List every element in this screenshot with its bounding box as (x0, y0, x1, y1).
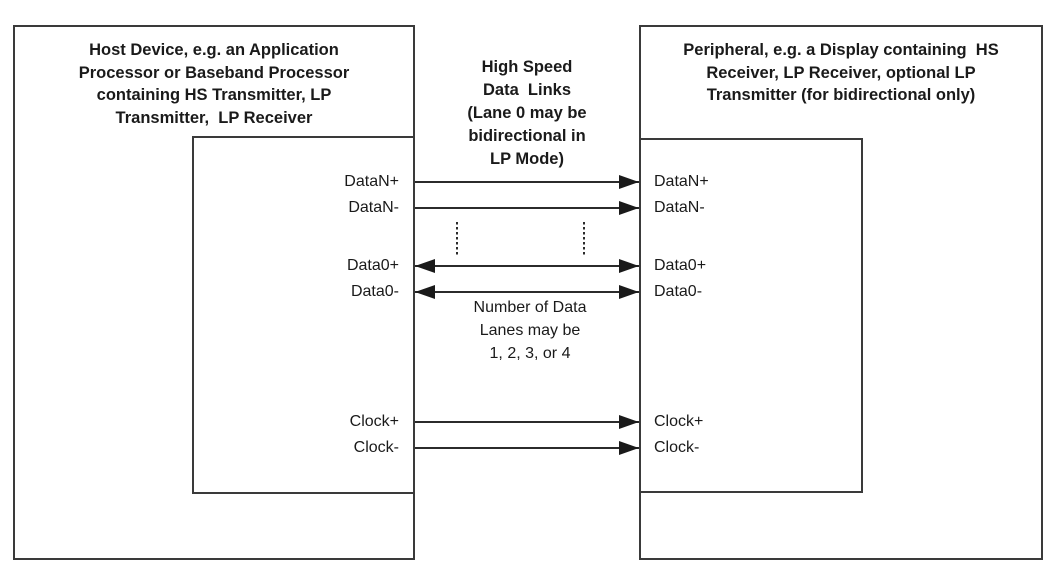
peripheral-pin-label-clock-plus: Clock+ (654, 413, 704, 430)
host-pin-label-data0-plus: Data0+ (346, 257, 399, 274)
arrow-head-right (619, 285, 639, 299)
wire-clock-minus (415, 447, 639, 449)
wire-datan-plus (415, 181, 639, 183)
wire-clock-plus (415, 421, 639, 423)
host-pin-label-datan-minus: DataN- (348, 199, 399, 216)
host-transceiver-box (192, 136, 415, 494)
arrow-head-left (415, 285, 435, 299)
lane-count-note: Number of Data Lanes may be 1, 2, 3, or … (473, 299, 587, 362)
peripheral-pin-label-data0-minus: Data0- (654, 283, 703, 300)
host-device-box: Host Device, e.g. an Application Process… (13, 25, 415, 560)
lane-ellipsis-right-icon (583, 222, 585, 255)
host-device-title: Host Device, e.g. an Application Process… (78, 41, 350, 127)
arrow-head-right (619, 175, 639, 189)
high-speed-links-label: High Speed Data Links (Lane 0 may be bid… (467, 58, 587, 168)
host-pin-label-clock-minus: Clock- (353, 439, 399, 456)
arrow-head-right (619, 201, 639, 215)
lane-ellipsis-left-icon (456, 222, 458, 255)
arrow-head-right (619, 259, 639, 273)
peripheral-pin-label-datan-minus: DataN- (654, 199, 705, 216)
peripheral-pin-label-datan-plus: DataN+ (654, 173, 709, 190)
peripheral-transceiver-box (639, 138, 863, 493)
peripheral-title: Peripheral, e.g. a Display containing HS… (683, 41, 999, 104)
arrow-head-right (619, 441, 639, 455)
wire-data0-plus (415, 265, 639, 267)
peripheral-pin-label-clock-minus: Clock- (654, 439, 700, 456)
host-pin-label-clock-plus: Clock+ (349, 413, 399, 430)
host-pin-label-datan-plus: DataN+ (344, 173, 399, 190)
arrow-head-left (415, 259, 435, 273)
wire-datan-minus (415, 207, 639, 209)
peripheral-box: Peripheral, e.g. a Display containing HS… (639, 25, 1043, 560)
wire-data0-minus (415, 291, 639, 293)
host-pin-label-data0-minus: Data0- (350, 283, 399, 300)
arrow-head-right (619, 415, 639, 429)
peripheral-pin-label-data0-plus: Data0+ (654, 257, 707, 274)
